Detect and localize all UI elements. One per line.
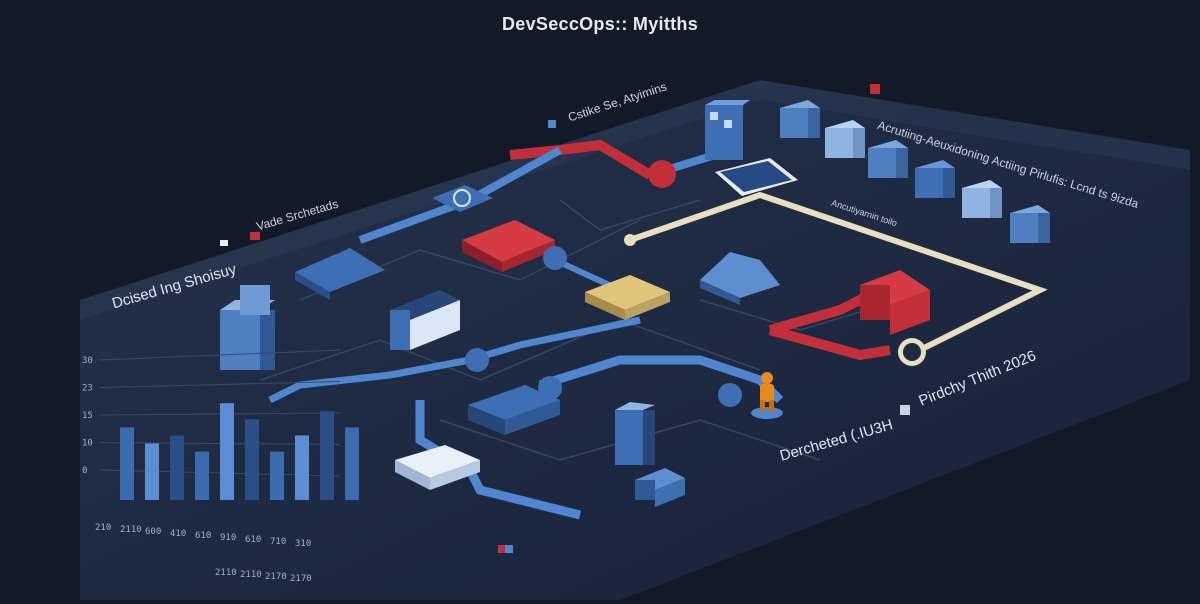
chart-bar [245,419,259,500]
gear-node [543,246,567,270]
chart-x-tick: 2170 [290,574,312,584]
alert-node [648,160,676,188]
link-node [718,383,742,407]
mid-blue-box [468,385,560,435]
chart-bar [345,427,359,500]
chart-x-tick: 2170 [265,572,287,582]
chart-bar [220,403,234,500]
chart-gridline [99,381,341,388]
tall-server [220,285,275,370]
chart-bar [295,435,309,500]
chart-bar [195,451,209,500]
chart-x-tick: 410 [170,529,186,539]
bottom-server [615,402,655,465]
chart-bar [170,435,184,500]
page-title: DevSeccOps:: Myitths [501,14,699,34]
chart-x-tick: 210 [95,523,111,533]
chart-bar [120,427,134,500]
chart-x-tick: 910 [220,533,236,543]
chart-bar [320,411,334,500]
red-module [462,220,555,272]
red-path-top [509,140,653,180]
red-block-right [860,270,930,335]
chart-bar [270,451,284,500]
prism-block [700,252,780,305]
chart-y-tick: 10 [82,439,93,449]
chart-y-tick: 23 [82,384,93,394]
blue-path-mid [268,316,641,404]
yellow-module [585,275,670,320]
chart-x-tick: 600 [145,527,161,537]
chart-x-tick: 2110 [215,568,237,578]
chart-x-tick: 610 [245,535,261,545]
person-figure [751,372,783,419]
chart-gridline [99,349,341,361]
chart-x-tick: 2110 [120,525,142,535]
chart-y-tick: 15 [82,411,93,421]
route-node [465,348,489,372]
chart-bar [145,443,159,500]
chart-x-tick: 2110 [240,570,262,580]
chart-x-tick: 710 [270,537,286,547]
chart-x-tick: 610 [195,531,211,541]
chart-x-tick: 310 [295,539,311,549]
cream-path [629,191,1048,353]
share-node [538,376,562,400]
server-icon [705,100,750,160]
bottom-white-box [395,445,480,490]
terminal-node [715,158,798,196]
small-box [635,468,685,507]
chart-y-tick: 30 [82,356,93,366]
left-module [295,248,385,300]
cube-row [780,100,1050,243]
chart-y-tick: 0 [82,466,87,476]
monitor-icon [390,290,460,350]
shield-icon [432,185,493,212]
